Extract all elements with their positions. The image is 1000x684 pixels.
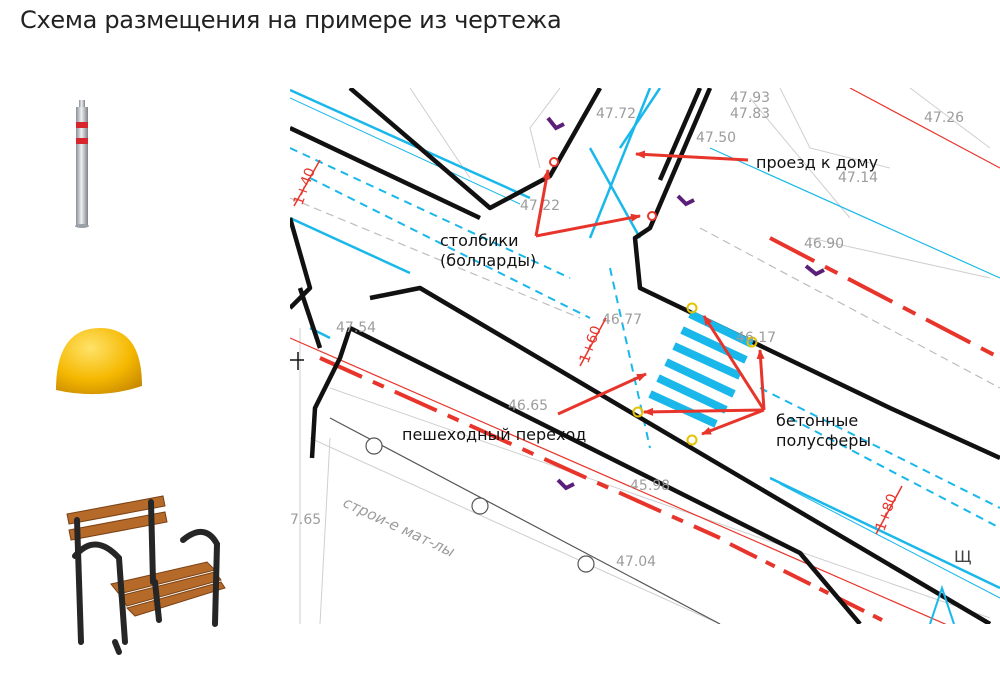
- blue-road-lines: [290, 88, 1000, 599]
- bollards-label-sub: (болларды): [440, 251, 536, 270]
- survey-dashed-lines: [290, 197, 1000, 389]
- svg-text:47.50: 47.50: [696, 130, 736, 146]
- svg-text:46.65: 46.65: [508, 398, 548, 414]
- survey-background-lines: [299, 88, 991, 624]
- corner-letter: Щ: [954, 547, 972, 566]
- hemispheres-label-sub: полусферы: [776, 431, 871, 450]
- red-boundary-lines: [290, 88, 1000, 624]
- site-plan-drawing: 47.72 47.93 47.83 47.50 47.26 47.14 46.9…: [290, 88, 1000, 624]
- page-title: Схема размещения на примере из чертежа: [20, 6, 562, 34]
- crosswalk-label: пешеходный переход: [402, 425, 586, 444]
- hemisphere-image: [56, 328, 142, 395]
- bench-image: [66, 495, 226, 655]
- hemispheres-label: бетонные: [776, 411, 858, 430]
- utility-line: [329, 417, 721, 624]
- bollard-image: [75, 100, 89, 228]
- driveway-label: проезд к дому: [756, 153, 878, 172]
- annotation-texts: проезд к дому столбики (болларды) пешехо…: [402, 153, 878, 450]
- svg-text:47.72: 47.72: [596, 106, 636, 122]
- crosshair-mark: [290, 352, 304, 370]
- svg-text:47.04: 47.04: [616, 554, 656, 570]
- svg-text:46.77: 46.77: [602, 312, 642, 328]
- svg-text:47.83: 47.83: [730, 106, 770, 122]
- hemisphere-markers: [632, 302, 758, 446]
- annotation-arrows: [534, 150, 766, 436]
- svg-text:46.17: 46.17: [736, 330, 776, 346]
- bollards-label: столбики: [440, 231, 518, 250]
- crosswalk-stripes: [648, 310, 754, 428]
- black-curb-lines: [290, 88, 1000, 624]
- svg-text:47.26: 47.26: [924, 110, 964, 126]
- elevation-labels: 47.72 47.93 47.83 47.50 47.26 47.14 46.9…: [290, 90, 964, 570]
- red-dashed-lines: [319, 236, 1000, 624]
- blue-dashed-lines: [290, 147, 1000, 529]
- svg-text:45.98: 45.98: [630, 478, 670, 494]
- svg-text:46.90: 46.90: [804, 236, 844, 252]
- street-label: строи-е мат-лы: [340, 493, 457, 560]
- purple-markers: [546, 116, 825, 491]
- svg-text:47.14: 47.14: [838, 170, 878, 186]
- svg-text:47.54: 47.54: [336, 320, 376, 336]
- bollard-markers: [549, 157, 657, 221]
- svg-text:47.93: 47.93: [730, 90, 770, 106]
- svg-text:7.65: 7.65: [290, 512, 321, 528]
- triangle-sign: [929, 584, 955, 624]
